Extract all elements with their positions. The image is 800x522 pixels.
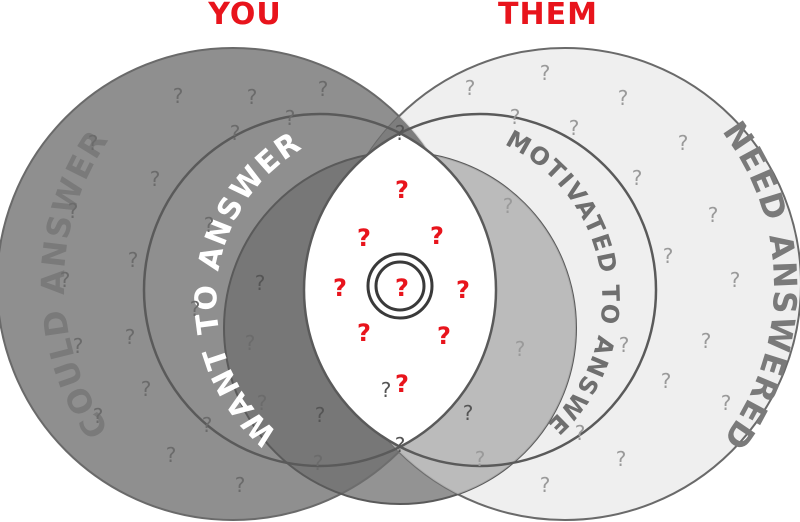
question-mark: ?: [88, 131, 99, 155]
question-mark: ?: [503, 194, 514, 218]
question-mark: ?: [357, 319, 371, 347]
question-mark: ?: [150, 167, 161, 191]
question-mark: ?: [619, 333, 630, 357]
target-icon: [366, 252, 434, 320]
question-marks-layer: ????????????????????????????????????????…: [60, 61, 741, 497]
question-mark: ?: [437, 322, 451, 350]
question-mark: ?: [730, 268, 741, 292]
question-mark: ?: [395, 176, 409, 204]
question-mark: ?: [510, 105, 521, 129]
question-mark: ?: [255, 271, 266, 295]
center-lens-shape: [304, 114, 496, 466]
question-mark: ?: [395, 274, 409, 302]
question-mark: ?: [540, 61, 551, 85]
question-mark: ?: [73, 334, 84, 358]
question-mark: ?: [357, 224, 371, 252]
question-mark: ?: [395, 370, 409, 398]
question-mark: ?: [661, 369, 672, 393]
question-mark: ?: [721, 391, 732, 415]
question-mark: ?: [463, 401, 474, 425]
question-mark: ?: [204, 213, 215, 237]
question-mark: ?: [247, 85, 258, 109]
question-mark: ?: [318, 77, 329, 101]
want-to-answer-outline: [302, 112, 658, 468]
question-mark: ?: [632, 166, 643, 190]
question-mark: ?: [235, 473, 246, 497]
question-mark: ?: [125, 325, 136, 349]
motivated-to-answer-outline: [142, 112, 498, 468]
header-you: YOU: [207, 0, 282, 32]
question-mark: ?: [663, 244, 674, 268]
question-mark: ?: [708, 203, 719, 227]
question-mark: ?: [166, 443, 177, 467]
question-mark: ?: [93, 404, 104, 428]
question-mark: ?: [701, 329, 712, 353]
question-mark: ?: [313, 451, 324, 475]
question-mark: ?: [395, 121, 406, 145]
question-mark: ?: [395, 433, 406, 457]
question-mark: ?: [475, 447, 486, 471]
question-mark: ?: [456, 276, 470, 304]
question-mark: ?: [245, 331, 256, 355]
question-mark: ?: [230, 121, 241, 145]
question-mark: ?: [190, 297, 201, 321]
question-mark: ?: [465, 76, 476, 100]
question-mark: ?: [678, 131, 689, 155]
question-mark: ?: [618, 86, 629, 110]
question-mark: ?: [285, 106, 296, 130]
question-mark: ?: [515, 337, 526, 361]
question-mark: ?: [616, 447, 627, 471]
question-mark: ?: [540, 473, 551, 497]
question-mark: ?: [333, 274, 347, 302]
question-mark: ?: [257, 391, 268, 415]
question-mark: ?: [60, 268, 71, 292]
question-mark: ?: [315, 403, 326, 427]
question-mark: ?: [575, 421, 586, 445]
question-mark: ?: [569, 116, 580, 140]
question-mark: ?: [128, 248, 139, 272]
question-mark: ?: [381, 378, 392, 402]
question-mark: ?: [141, 377, 152, 401]
question-mark: ?: [173, 84, 184, 108]
header-them: THEM: [498, 0, 598, 32]
question-mark: ?: [202, 413, 213, 437]
question-mark: ?: [430, 222, 444, 250]
question-mark: ?: [68, 199, 79, 223]
